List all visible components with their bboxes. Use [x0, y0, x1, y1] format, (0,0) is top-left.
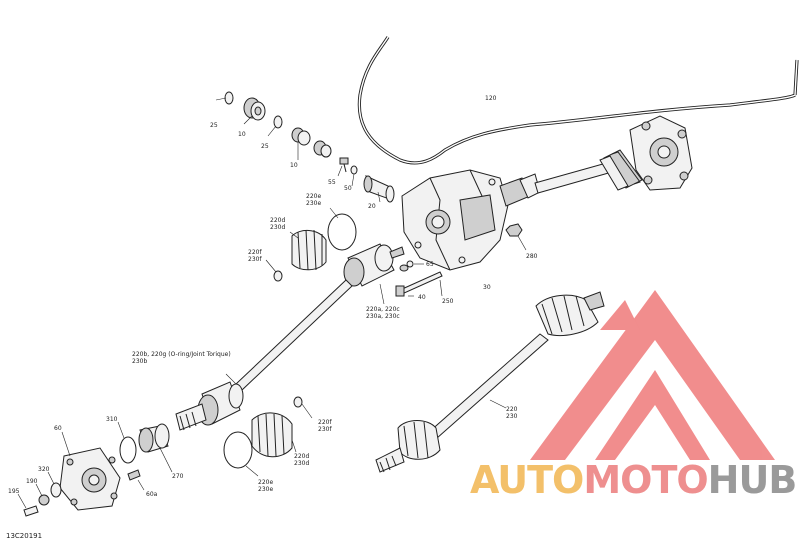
inner-cv-joint-220a: [343, 243, 405, 287]
label-25-a: 25: [210, 122, 218, 129]
bearing-270: [138, 423, 170, 453]
bolt-250: [395, 271, 443, 297]
bearing-10-a: [243, 97, 266, 121]
label-230b: 230b: [132, 358, 147, 365]
label-220d-bottom: 220d: [294, 453, 309, 460]
front-differential-30: [401, 169, 509, 271]
washer-320: [50, 482, 62, 498]
watermark-triangle-icon: [530, 290, 775, 460]
hub-knuckle-right: [629, 115, 693, 191]
bolt-65: [399, 260, 414, 272]
label-230d-top: 230d: [270, 224, 285, 231]
seal-10: [313, 140, 332, 158]
ring-25-b: [273, 115, 283, 129]
clamp-220f-bottom: [293, 396, 303, 408]
pin-195: [23, 505, 39, 517]
logo-part-moto: MOTO: [583, 458, 708, 502]
ring-310: [119, 436, 137, 464]
logo-part-hub: HUB: [707, 458, 798, 502]
boot-clamp-220e-top: [327, 213, 357, 251]
label-280: 280: [526, 253, 538, 260]
label-230d-bottom: 230d: [294, 460, 309, 467]
drive-shaft-220: [375, 291, 605, 473]
label-55: 55: [328, 179, 336, 186]
label-220e-bottom: 220e: [258, 479, 273, 486]
label-230e-top: 230e: [306, 200, 321, 207]
sleeve-20: [363, 175, 395, 203]
label-230f-top: 230f: [248, 256, 262, 263]
label-250: 250: [442, 298, 454, 305]
drive-shaft-right-upper: [534, 149, 643, 194]
watermark-logo-text: AUTOMOTOHUB: [470, 458, 800, 502]
label-10-a: 10: [238, 131, 246, 138]
bolt-55: [339, 157, 349, 173]
label-220f-top: 220f: [248, 249, 262, 256]
outer-cv-joint-220b: [175, 381, 244, 431]
label-220e-top: 220e: [306, 193, 321, 200]
label-220d-top: 220d: [270, 217, 285, 224]
label-220: 220: [506, 406, 518, 413]
label-310: 310: [106, 416, 118, 423]
boot-220d-top: [291, 229, 327, 271]
label-25-b: 25: [261, 143, 269, 150]
nut-190: [38, 494, 50, 506]
label-220f-bottom: 220f: [318, 419, 332, 426]
label-60a: 60a: [146, 491, 158, 498]
label-270: 270: [172, 473, 184, 480]
label-120: 120: [485, 95, 497, 102]
label-190: 190: [26, 478, 38, 485]
drawing-reference-code: 13C20191: [6, 532, 43, 540]
label-10-b: 10: [290, 162, 298, 169]
label-230a-230c: 230a, 230c: [366, 313, 400, 320]
label-50: 50: [344, 185, 352, 192]
label-320: 320: [38, 466, 50, 473]
label-30: 30: [483, 284, 491, 291]
logo-part-auto: AUTO: [470, 458, 584, 502]
label-220a-220c: 220a, 220c: [366, 306, 400, 313]
boot-clamp-220e-bottom: [223, 431, 253, 469]
bearing-10-b: [291, 127, 311, 146]
wheel-hub-60: [59, 447, 121, 511]
label-40: 40: [418, 294, 426, 301]
label-195: 195: [8, 488, 20, 495]
boot-220d-bottom: [251, 412, 293, 458]
cable-120: [357, 36, 796, 165]
clamp-220f-top: [273, 270, 283, 282]
label-20: 20: [368, 203, 376, 210]
drive-shaft-left: [235, 279, 353, 391]
washer-50: [350, 165, 358, 175]
label-60: 60: [54, 425, 62, 432]
stud-60a: [127, 469, 141, 481]
label-230e-bottom: 230e: [258, 486, 273, 493]
ring-25-a: [224, 91, 234, 105]
label-65: 65: [426, 261, 434, 268]
label-230f-bottom: 230f: [318, 426, 332, 433]
label-230: 230: [506, 413, 518, 420]
label-220b-220g: 220b, 220g (O-ring/Joint Torique): [132, 351, 231, 358]
diff-right-output-boot: [499, 173, 541, 207]
nut-280: [505, 223, 523, 237]
